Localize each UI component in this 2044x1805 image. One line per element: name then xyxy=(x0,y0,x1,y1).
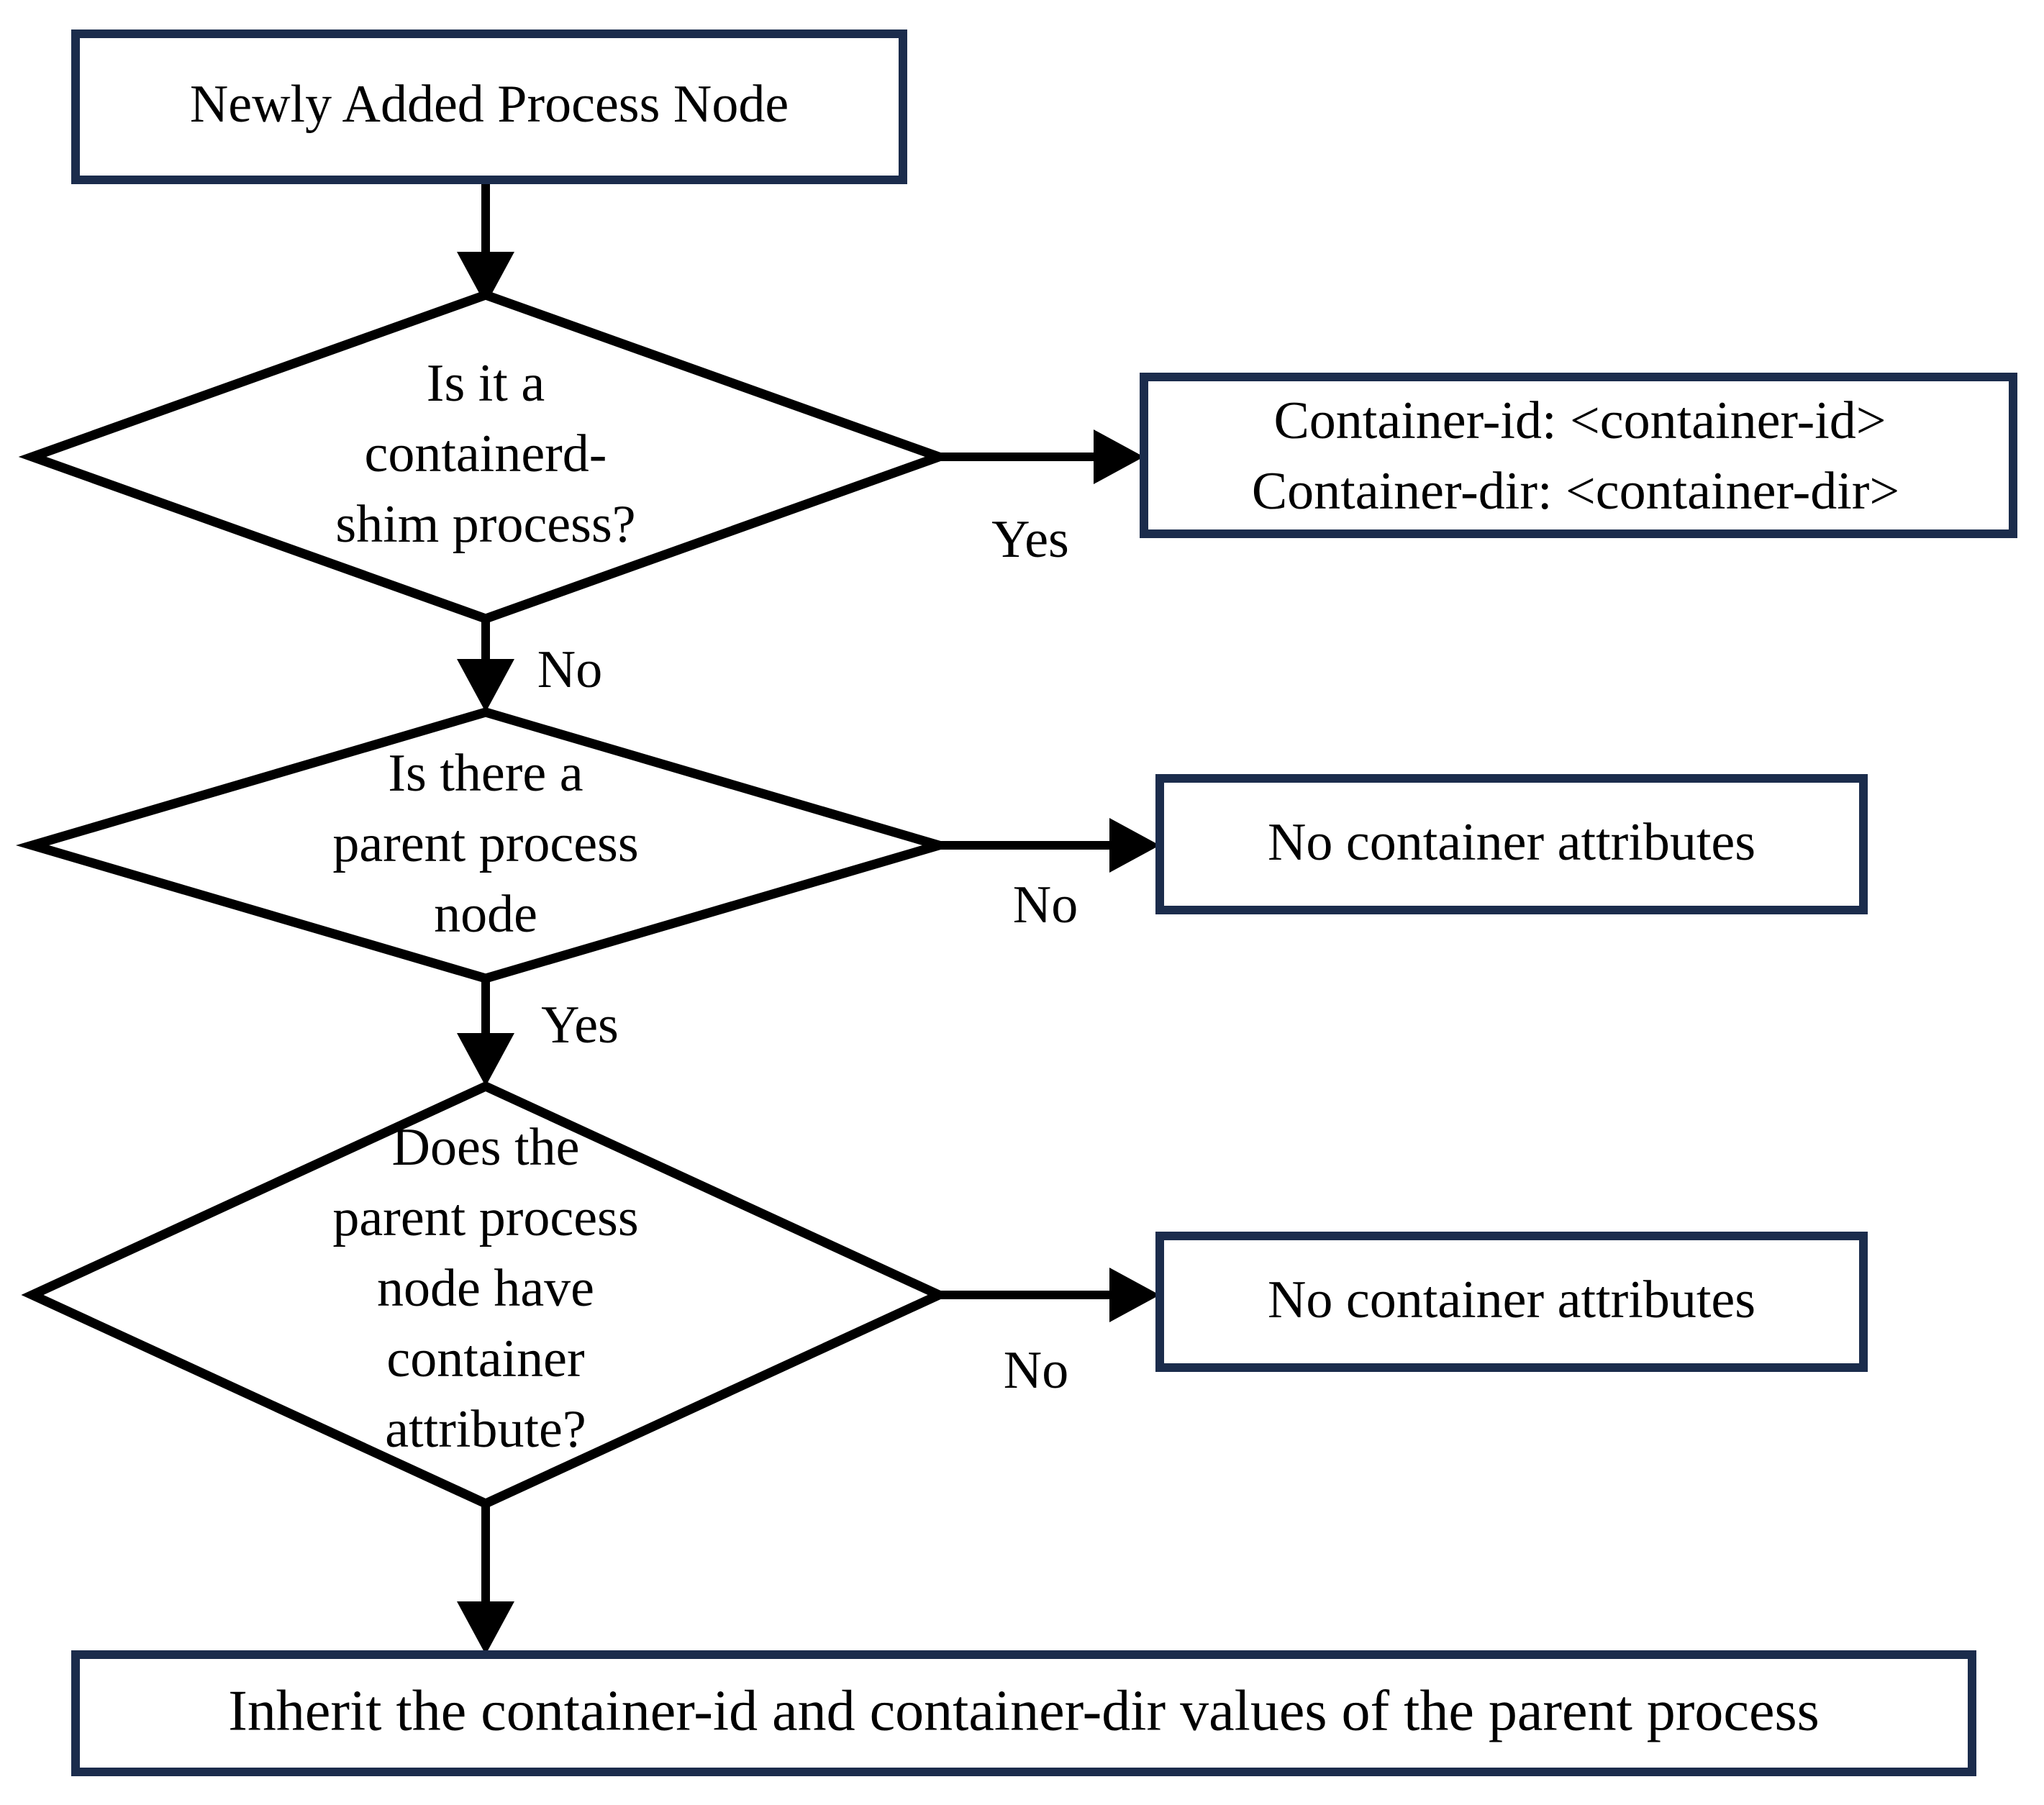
arrow-head-icon xyxy=(457,1601,514,1655)
inherit-box-label: Inherit the container-id and container-d… xyxy=(228,1679,1819,1742)
no-attrs-1-label: No container attributes xyxy=(1268,813,1755,872)
edge-attr-yes-to-inherit xyxy=(457,1504,514,1655)
edge-parent-no xyxy=(939,818,1160,873)
no-attrs-2-box-shape xyxy=(1155,1232,1868,1372)
decision-parent-attr-line3: node have xyxy=(377,1259,594,1318)
edge-attr-no xyxy=(939,1268,1160,1322)
decision-parent-shape xyxy=(15,707,956,983)
decision-parent-line1: Is there a xyxy=(388,744,583,803)
node-no-attrs-1[interactable]: No container attributes xyxy=(1155,774,1868,914)
no-attrs-2-label: No container attributes xyxy=(1268,1270,1755,1329)
start-box-shape xyxy=(71,29,907,184)
node-decision-parent[interactable]: Is there a parent process node xyxy=(15,707,956,983)
edge-shim-yes xyxy=(939,429,1144,484)
decision-shim-line1: Is it a xyxy=(427,354,545,413)
node-inherit[interactable]: Inherit the container-id and container-d… xyxy=(71,1650,1976,1776)
decision-parent-line2: parent process xyxy=(332,814,638,873)
edge-label-attr-no: No xyxy=(1004,1341,1068,1400)
arrow-head-icon xyxy=(457,1033,514,1086)
arrow-head-icon xyxy=(1109,1268,1160,1322)
decision-parent-attr-line2: parent process xyxy=(332,1188,638,1247)
decision-shim-shape xyxy=(18,290,953,624)
container-dir-line: Container-dir: <container-dir> xyxy=(1252,462,1899,521)
decision-parent-attr-line1: Does the xyxy=(392,1118,580,1177)
edge-parent-yes xyxy=(457,978,514,1086)
edge-label-shim-no: No xyxy=(537,640,602,699)
arrow-head-icon xyxy=(1094,429,1144,484)
no-attrs-1-box-shape xyxy=(1155,774,1868,914)
node-container-attributes[interactable]: Container-id: <container-id> Container-d… xyxy=(1140,373,2017,538)
arrow-head-icon xyxy=(457,659,514,712)
arrow-head-icon xyxy=(457,252,514,305)
node-decision-parent-attr[interactable]: Does the parent process node have contai… xyxy=(21,1081,950,1509)
inherit-box-shape xyxy=(71,1650,1976,1776)
container-attributes-box-shape xyxy=(1140,373,2017,538)
edge-label-parent-yes: Yes xyxy=(541,996,619,1055)
edge-shim-no xyxy=(457,619,514,712)
edge-label-shim-yes: Yes xyxy=(991,510,1069,569)
node-start[interactable]: Newly Added Process Node xyxy=(71,29,907,184)
arrow-head-icon xyxy=(1109,818,1160,873)
decision-parent-attr-shape xyxy=(21,1081,950,1509)
decision-parent-attr-line4: container xyxy=(386,1329,584,1388)
node-no-attrs-2[interactable]: No container attributes xyxy=(1155,1232,1868,1372)
decision-parent-attr-line5: attribute? xyxy=(385,1400,586,1459)
edge-start-to-shim xyxy=(457,180,514,305)
decision-parent-line3: node xyxy=(434,885,537,944)
container-id-line: Container-id: <container-id> xyxy=(1273,391,1886,450)
start-box-label: Newly Added Process Node xyxy=(190,75,789,134)
node-decision-shim[interactable]: Is it a containerd- shim process? xyxy=(18,290,953,624)
decision-shim-line3: shim process? xyxy=(335,495,635,554)
decision-shim-line2: containerd- xyxy=(365,424,607,483)
edge-label-parent-no: No xyxy=(1013,876,1078,935)
